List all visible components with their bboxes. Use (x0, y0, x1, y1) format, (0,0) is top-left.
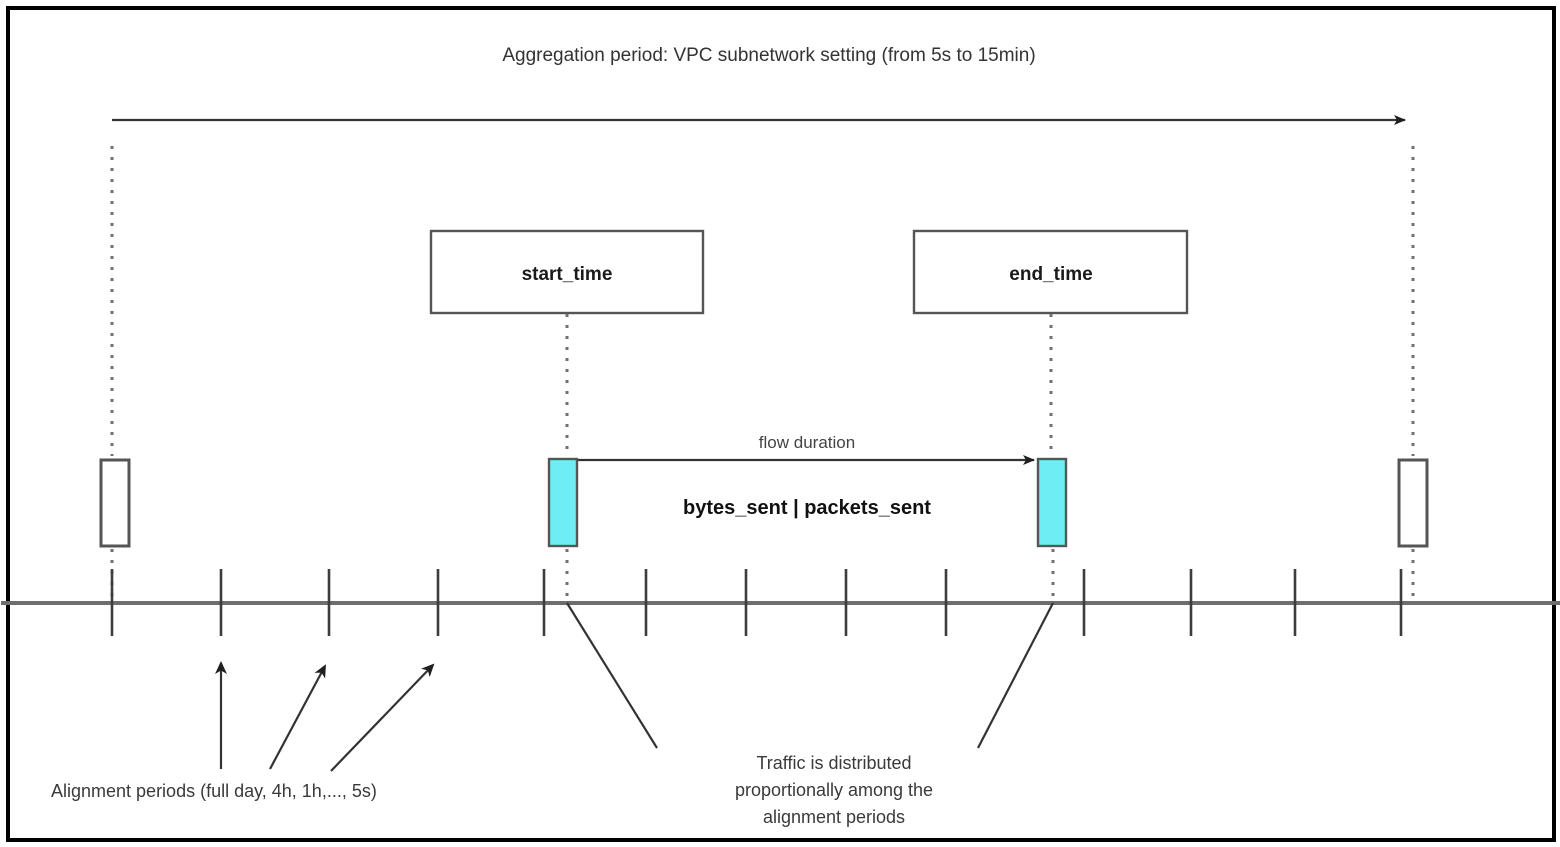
traffic-caption-line-1: Traffic is distributed (756, 753, 911, 773)
end-time-label: end_time (1009, 264, 1092, 285)
traffic-caption-leader-left (566, 602, 658, 749)
alignment-arrow-diagonal-1 (269, 664, 326, 770)
traffic-caption-leader-right (977, 602, 1054, 749)
alignment-period-arrows (215, 661, 435, 772)
flow-end-marker (1036, 457, 1068, 548)
flow-duration-label: flow duration (759, 433, 855, 452)
alignment-arrow-diagonal-2 (330, 663, 435, 772)
aggregation-start-marker (99, 458, 131, 548)
end-time-box[interactable] (912, 229, 1189, 315)
alignment-periods-caption: Alignment periods (full day, 4h, 1h,...,… (51, 781, 377, 801)
aggregation-period-title: Aggregation period: VPC subnetwork setti… (502, 45, 1035, 66)
start-time-label: start_time (522, 264, 613, 285)
flow-start-marker (547, 457, 579, 548)
traffic-caption-line-2: proportionally among the (735, 780, 933, 800)
diagram-outer-border (6, 6, 1556, 842)
flow-metrics-label: bytes_sent | packets_sent (683, 497, 931, 519)
aggregation-end-marker (1397, 458, 1429, 548)
traffic-caption-line-3: alignment periods (763, 807, 905, 827)
alignment-period-ticks (110, 569, 1403, 636)
start-time-box[interactable] (429, 229, 705, 315)
